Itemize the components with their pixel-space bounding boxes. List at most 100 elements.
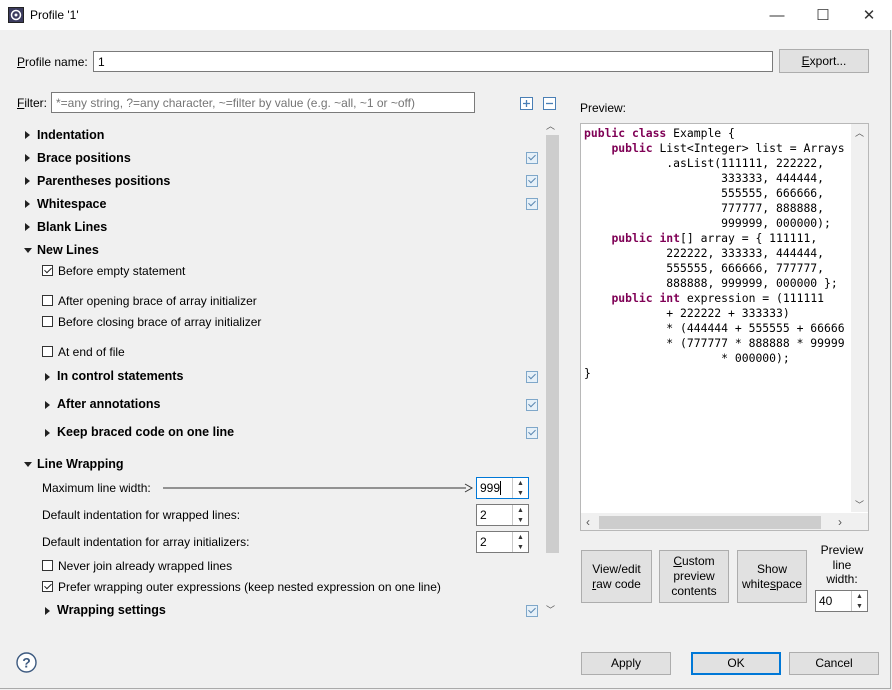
code-text: 222222, 333333, 444444, — [584, 246, 825, 260]
wrapping-settings-expand-icon[interactable] — [45, 607, 50, 615]
prefer-wrapping-label: Prefer wrapping outer expressions (keep … — [58, 580, 441, 594]
code-text: 333333, 444444, — [584, 171, 825, 185]
tree-item-blank-lines[interactable]: Blank Lines — [37, 220, 108, 234]
minimize-icon: — — [769, 6, 785, 24]
before-empty-statement-label: Before empty statement — [58, 264, 186, 278]
code-text: 555555, 666666, — [584, 186, 825, 200]
preview-label: Preview: — [580, 101, 627, 115]
preview-vscrollbar[interactable] — [851, 124, 868, 512]
preview-code-area[interactable]: public class Example { public List<Integ… — [580, 123, 869, 531]
title-bar — [0, 0, 892, 30]
preview-line-width-value: 40 — [819, 594, 833, 608]
tree-item-brace-positions[interactable]: Brace positions — [37, 151, 131, 165]
apply-button[interactable]: Apply — [581, 652, 671, 675]
expand-all-icon[interactable] — [520, 97, 533, 110]
scroll-up-icon[interactable]: ︿ — [855, 128, 865, 138]
spin-up-icon[interactable]: ▲ — [512, 478, 528, 488]
tree-item-indentation[interactable]: Indentation — [37, 128, 105, 142]
arrow-icon — [163, 483, 473, 493]
code-text: expression = (111111 — [680, 291, 825, 305]
max-line-width-label: Maximum line width: — [42, 481, 151, 495]
tree-item-new-lines[interactable]: New Lines — [37, 243, 99, 257]
max-line-width-value: 999 — [480, 481, 501, 495]
default-indent-wrapped-spinner[interactable]: 2 ▲ ▼ — [476, 504, 529, 526]
scroll-right-icon[interactable]: › — [838, 515, 842, 529]
indentation-expand-icon[interactable] — [25, 131, 30, 139]
whitespace-expand-icon[interactable] — [25, 200, 30, 208]
maximize-button[interactable]: ☐ — [800, 0, 846, 30]
spin-up-icon[interactable]: ▲ — [851, 591, 867, 601]
default-indent-array-spinner[interactable]: 2 ▲ ▼ — [476, 531, 529, 553]
spin-down-icon[interactable]: ▼ — [512, 488, 528, 498]
tree-item-keep-braced-code[interactable]: Keep braced code on one line — [57, 425, 235, 439]
whitespace-modified-icon — [526, 198, 538, 210]
ok-button[interactable]: OK — [691, 652, 781, 675]
filter-input[interactable] — [51, 92, 475, 113]
tree-item-parentheses-positions[interactable]: Parentheses positions — [37, 174, 171, 188]
max-line-width-spinner[interactable]: 999 ▲ ▼ — [476, 477, 529, 499]
profile-name-input[interactable] — [93, 51, 773, 72]
spin-down-icon[interactable]: ▼ — [851, 601, 867, 611]
after-opening-brace-checkbox[interactable] — [42, 295, 53, 306]
parentheses-positions-expand-icon[interactable] — [25, 177, 30, 185]
tree-scrollbar-thumb[interactable] — [546, 135, 559, 553]
never-join-label: Never join already wrapped lines — [58, 559, 233, 573]
code-text: * 000000); — [584, 351, 790, 365]
default-indent-wrapped-value: 2 — [480, 508, 487, 522]
spin-down-icon[interactable]: ▼ — [512, 542, 528, 552]
new-lines-collapse-icon[interactable] — [24, 248, 32, 253]
code-keyword: public class — [584, 126, 667, 140]
spin-up-icon[interactable]: ▲ — [512, 532, 528, 542]
default-indent-array-label: Default indentation for array initialize… — [42, 535, 250, 549]
collapse-all-icon[interactable] — [543, 97, 556, 110]
window-title: Profile '1' — [30, 8, 79, 22]
preview-hscrollbar-thumb[interactable] — [599, 516, 821, 529]
after-opening-brace-label: After opening brace of array initializer — [58, 294, 257, 308]
spin-down-icon[interactable]: ▼ — [512, 515, 528, 525]
code-text: * (444444 + 555555 + 66666 — [584, 321, 845, 335]
scroll-up-icon[interactable]: ︿ — [546, 121, 556, 131]
code-text: 777777, 888888, — [584, 201, 825, 215]
at-end-of-file-checkbox[interactable] — [42, 346, 53, 357]
close-icon: ✕ — [862, 7, 876, 24]
tree-item-in-control-statements[interactable]: In control statements — [57, 369, 184, 383]
keep-braced-code-expand-icon[interactable] — [45, 429, 50, 437]
code-text: 888888, 999999, 000000 }; — [584, 276, 838, 290]
minimize-button[interactable]: — — [754, 0, 800, 30]
prefer-wrapping-checkbox[interactable] — [42, 581, 53, 592]
profile-name-label: Profile name: — [17, 55, 88, 69]
code-text: + 222222 + 333333) — [584, 306, 790, 320]
in-control-statements-expand-icon[interactable] — [45, 373, 50, 381]
code-text: [] array = { 111111, — [680, 231, 818, 245]
code-text: * (777777 * 888888 * 99999 — [584, 336, 845, 350]
tree-item-wrapping-settings[interactable]: Wrapping settings — [57, 603, 166, 617]
close-button[interactable]: ✕ — [846, 0, 892, 30]
tree-item-after-annotations[interactable]: After annotations — [57, 397, 161, 411]
code-keyword: public int — [611, 291, 681, 305]
before-closing-brace-label: Before closing brace of array initialize… — [58, 315, 262, 329]
tree-item-line-wrapping[interactable]: Line Wrapping — [37, 457, 124, 471]
never-join-checkbox[interactable] — [42, 560, 53, 571]
at-end-of-file-label: At end of file — [58, 345, 125, 359]
line-wrapping-collapse-icon[interactable] — [24, 462, 32, 467]
scroll-down-icon[interactable]: ﹀ — [855, 500, 865, 510]
before-closing-brace-checkbox[interactable] — [42, 316, 53, 327]
parentheses-positions-modified-icon — [526, 175, 538, 187]
help-icon[interactable]: ? — [16, 652, 37, 673]
blank-lines-expand-icon[interactable] — [25, 223, 30, 231]
before-empty-statement-checkbox[interactable] — [42, 265, 53, 276]
cancel-button[interactable]: Cancel — [789, 652, 879, 675]
after-annotations-expand-icon[interactable] — [45, 401, 50, 409]
tree-item-whitespace[interactable]: Whitespace — [37, 197, 107, 211]
code-text — [584, 291, 611, 305]
scroll-left-icon[interactable]: ‹ — [586, 515, 590, 529]
spin-up-icon[interactable]: ▲ — [512, 505, 528, 515]
preview-line-width-spinner[interactable]: 40 ▲ ▼ — [815, 590, 868, 612]
scroll-down-icon[interactable]: ﹀ — [546, 605, 556, 615]
after-annotations-modified-icon — [526, 399, 538, 411]
brace-positions-expand-icon[interactable] — [25, 154, 30, 162]
